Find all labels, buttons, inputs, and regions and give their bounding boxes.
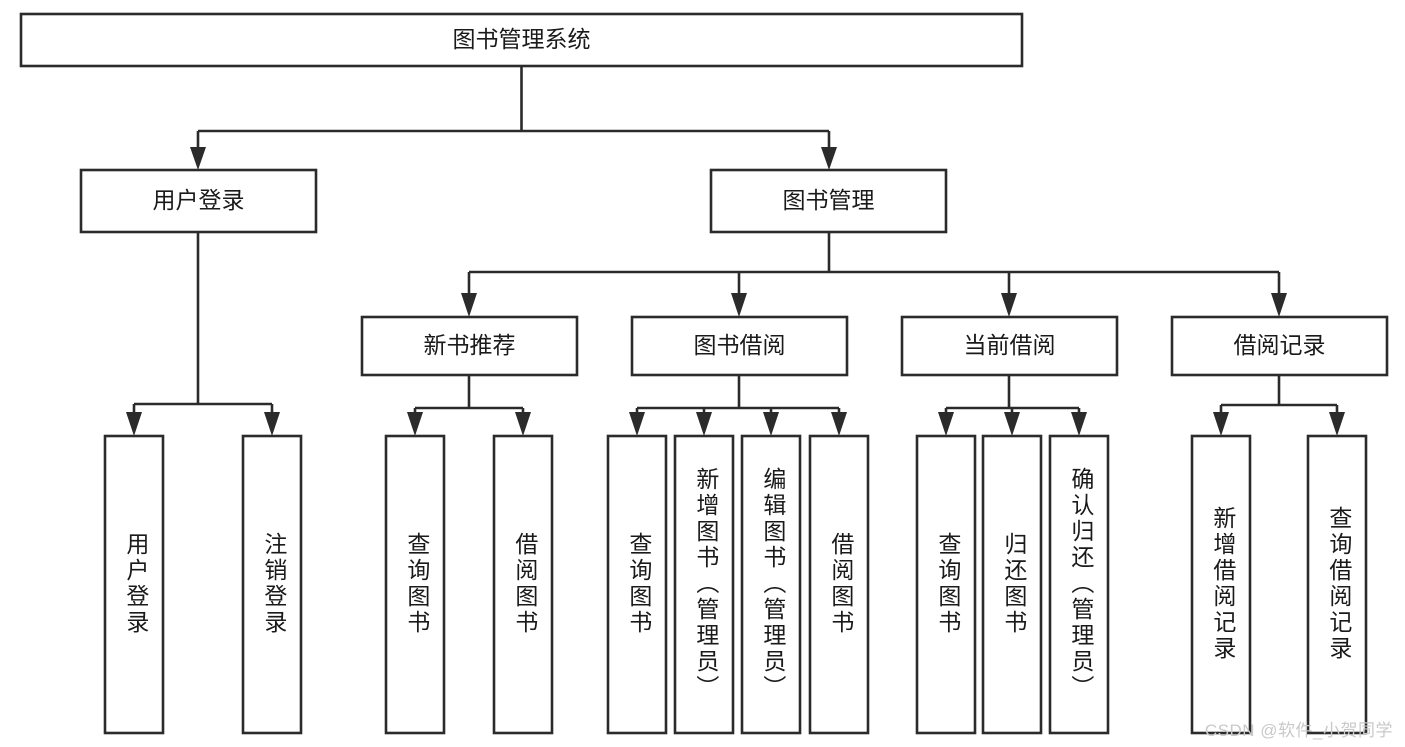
node-leaf-query-book-1[interactable]: 查询图书 [384,434,446,735]
node-leaf-add-record[interactable]: 新增借阅记录 [1190,434,1252,735]
node-leaf-return-book[interactable]: 归还图书 [981,434,1043,735]
connector-currentborrow-to-leaves [938,375,1087,436]
node-leaf-query-record-label: 查询借阅记录 [1326,506,1353,662]
node-book-management[interactable]: 图书管理 [709,168,948,234]
node-leaf-query-book-3[interactable]: 查询图书 [915,434,977,735]
node-leaf-query-record[interactable]: 查询借阅记录 [1306,434,1368,735]
node-borrow-record-label: 借阅记录 [1234,332,1326,358]
node-book-borrow[interactable]: 图书借阅 [630,315,849,377]
node-leaf-query-book-2[interactable]: 查询图书 [606,434,668,735]
node-leaf-query-book-3-label: 查询图书 [935,532,962,636]
node-new-book-recommend[interactable]: 新书推荐 [360,315,579,377]
node-leaf-confirm-return-label: 确认归还（管理员） [1068,467,1095,701]
node-user-login-label: 用户登录 [153,187,245,213]
node-root-label: 图书管理系统 [453,26,591,52]
node-root[interactable]: 图书管理系统 [19,12,1024,68]
connector-borrowrecord-to-leaves [1213,375,1345,436]
node-leaf-return-book-label: 归还图书 [1001,532,1028,636]
node-leaf-borrow-book-2[interactable]: 借阅图书 [808,434,870,735]
connector-bookmgmt-to-level3 [461,232,1287,317]
node-user-login[interactable]: 用户登录 [79,168,318,234]
node-leaf-user-login-label: 用户登录 [123,532,150,636]
node-book-borrow-label: 图书借阅 [694,332,786,358]
node-book-management-label: 图书管理 [783,187,875,213]
node-current-borrow-label: 当前借阅 [964,332,1056,358]
node-leaf-add-book[interactable]: 新增图书（管理员） [673,434,735,735]
node-leaf-logout-login-label: 注销登录 [261,532,288,636]
node-leaf-user-login[interactable]: 用户登录 [103,434,165,735]
connector-userlogin-to-leaves [126,232,280,436]
node-leaf-edit-book-label: 编辑图书（管理员） [760,467,787,701]
node-leaf-query-book-2-label: 查询图书 [626,532,653,636]
node-leaf-query-book-1-label: 查询图书 [404,532,431,636]
node-leaf-edit-book[interactable]: 编辑图书（管理员） [740,434,802,735]
node-leaf-borrow-book-2-label: 借阅图书 [828,532,855,636]
node-current-borrow[interactable]: 当前借阅 [900,315,1119,377]
connector-newbook-to-leaves [407,375,531,436]
connector-bookborrow-to-leaves [629,375,847,436]
node-leaf-confirm-return[interactable]: 确认归还（管理员） [1048,434,1110,735]
node-leaf-borrow-book-1-label: 借阅图书 [512,532,539,636]
node-leaf-logout-login[interactable]: 注销登录 [241,434,303,735]
node-leaf-add-book-label: 新增图书（管理员） [693,467,720,701]
node-new-book-recommend-label: 新书推荐 [424,332,516,358]
node-leaf-add-record-label: 新增借阅记录 [1210,506,1237,662]
connector-root-to-level2 [190,66,837,170]
node-leaf-borrow-book-1[interactable]: 借阅图书 [492,434,554,735]
node-borrow-record[interactable]: 借阅记录 [1170,315,1389,377]
